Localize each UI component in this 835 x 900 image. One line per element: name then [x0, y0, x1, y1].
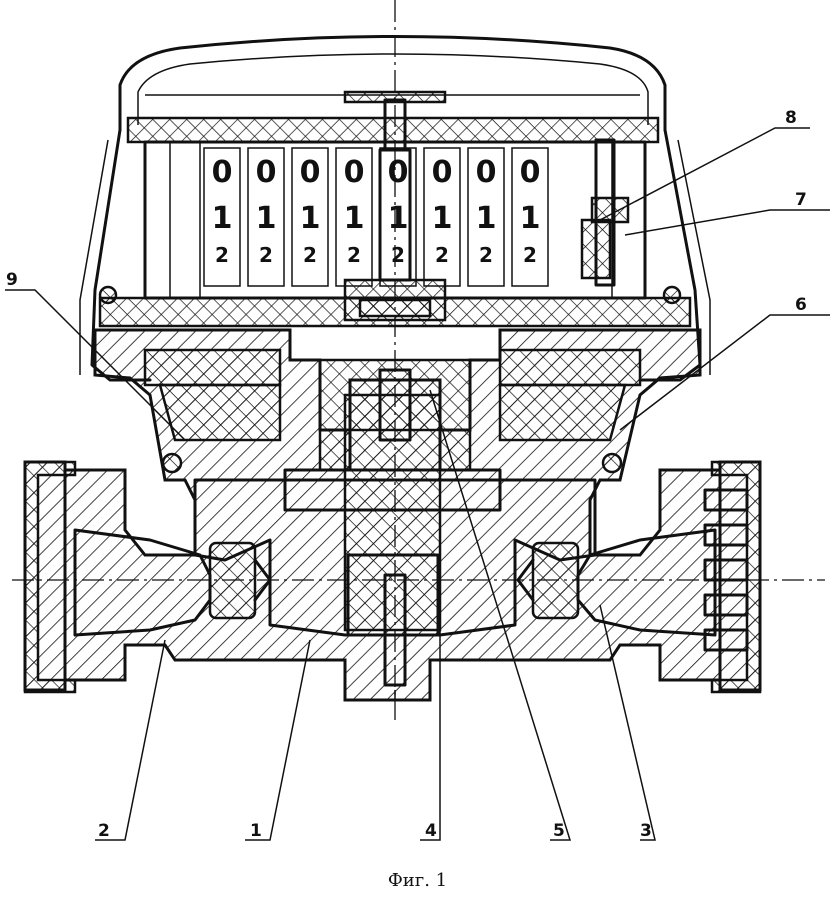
- impeller-shaft: [343, 393, 442, 632]
- counter-digit: 2: [479, 243, 493, 267]
- callout-9: 9: [6, 270, 18, 290]
- figure-caption: Фиг. 1: [387, 870, 448, 891]
- leader-lines: [5, 127, 830, 841]
- counter-wheel: [511, 147, 549, 287]
- counter-digit: 0: [300, 155, 321, 190]
- counter-top-plate: [126, 116, 660, 144]
- counter-wheel: [203, 147, 241, 287]
- outlet-bore: [576, 528, 717, 637]
- callout-8: 8: [785, 108, 797, 128]
- counter-digit: 0: [344, 155, 365, 190]
- counter-digit: 2: [259, 243, 273, 267]
- callout-2: 2: [98, 821, 110, 841]
- housing-left-wall: [90, 128, 152, 382]
- callout-3: 3: [640, 821, 652, 841]
- callout-5: 5: [553, 821, 565, 841]
- counter-wheel: [291, 147, 329, 287]
- counter-digit: 0: [520, 155, 541, 190]
- counter-digit: 1: [344, 201, 365, 236]
- counter-digit: 0: [476, 155, 497, 190]
- callout-4: 4: [425, 821, 437, 841]
- callout-7: 7: [795, 190, 807, 210]
- counter-digit: 2: [523, 243, 537, 267]
- counter-digit: 2: [303, 243, 317, 267]
- counter-digit: 2: [435, 243, 449, 267]
- dome-cover-inner: [137, 53, 649, 125]
- right-flow-insert: [531, 541, 580, 620]
- counter-digit: 1: [256, 201, 277, 236]
- counter-digit: 2: [347, 243, 361, 267]
- counter-digit: 0: [388, 155, 409, 190]
- counter-digit: 0: [432, 155, 453, 190]
- counter-digit: 1: [520, 201, 541, 236]
- counter-digit: 2: [215, 243, 229, 267]
- counter-digit: 0: [256, 155, 277, 190]
- counter-digit: 1: [388, 201, 409, 236]
- counter-digit: 1: [432, 201, 453, 236]
- counter-wheel: [247, 147, 285, 287]
- left-magnet-ring: [143, 348, 282, 387]
- counter-wheel: [467, 147, 505, 287]
- callout-6: 6: [795, 295, 807, 315]
- callout-1: 1: [250, 821, 262, 841]
- counter-digit: 1: [300, 201, 321, 236]
- right-magnet-ring: [498, 348, 642, 387]
- left-flow-insert: [208, 541, 257, 620]
- counter-digit: 1: [212, 201, 233, 236]
- counter-digit: 2: [391, 243, 405, 267]
- counter-digit: 1: [476, 201, 497, 236]
- dome-cover: [118, 35, 667, 132]
- counter-digit: 0: [212, 155, 233, 190]
- inlet-bore: [73, 528, 212, 637]
